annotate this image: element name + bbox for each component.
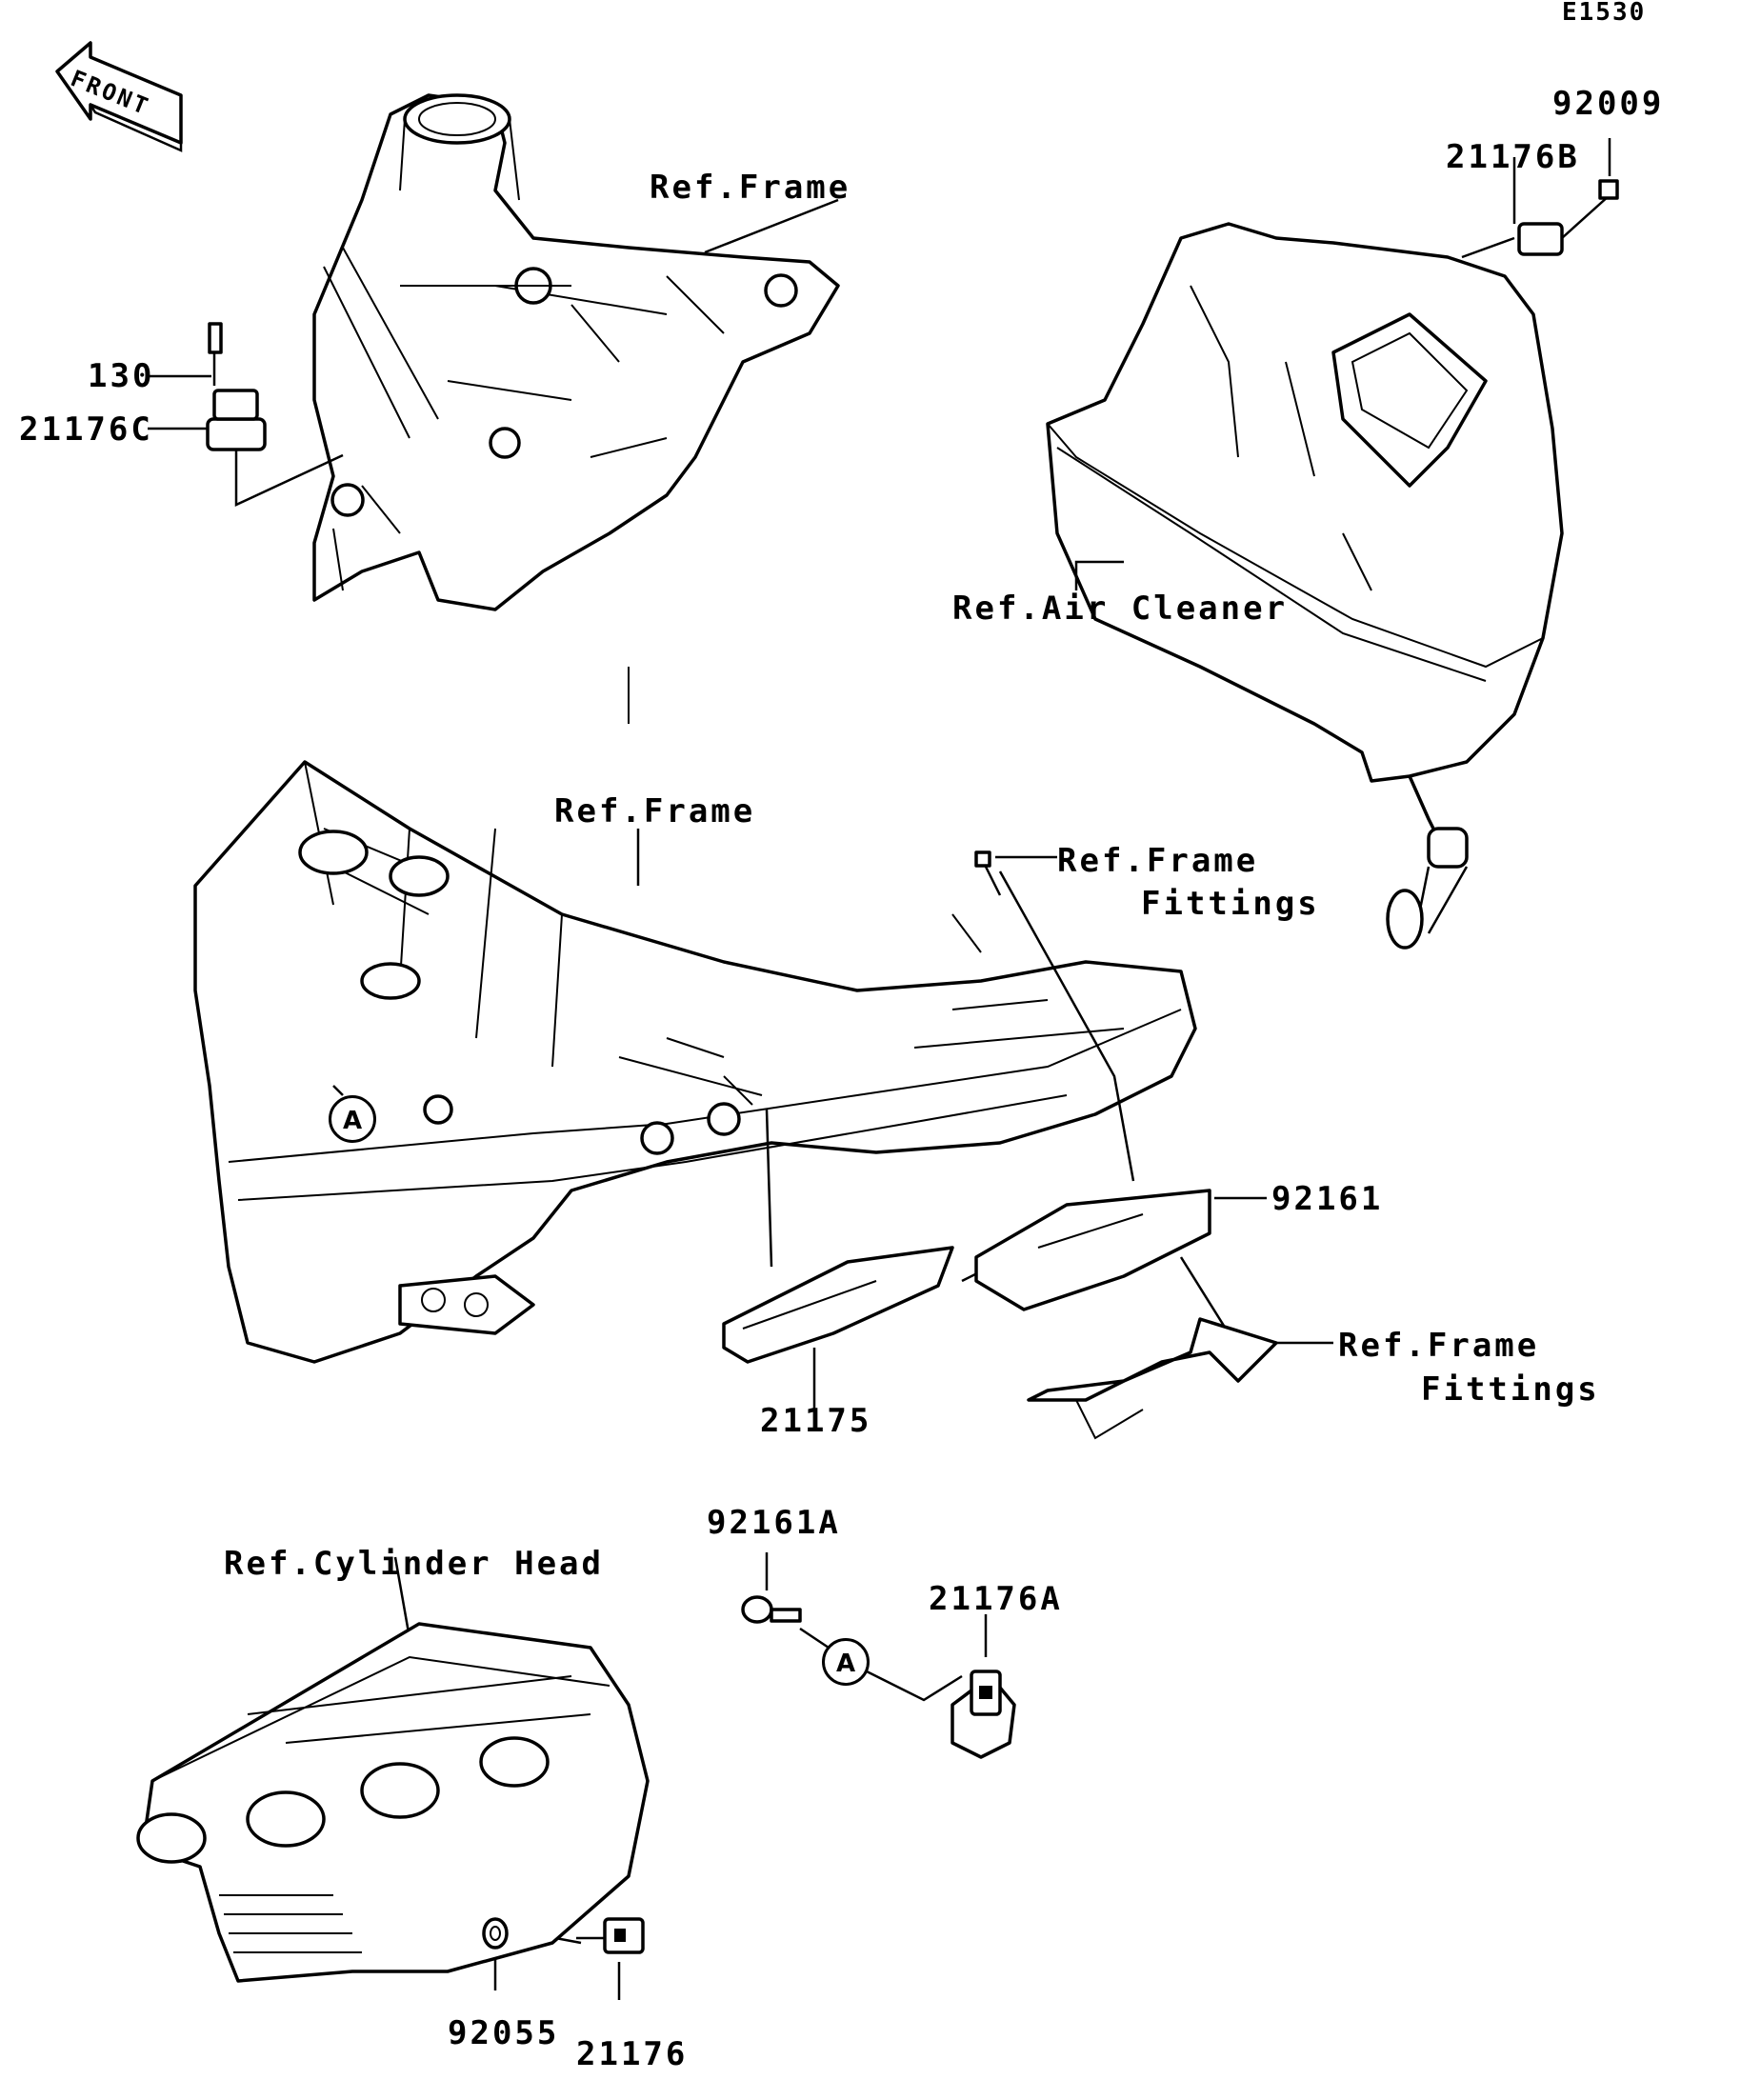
part-label-92161: 92161 [1271, 1180, 1384, 1218]
washer-92055-drawing [482, 1917, 509, 1950]
ref-label-frame-fittings-1-line2: Fittings [1141, 885, 1320, 923]
connector-marker-sensor: A [822, 1638, 870, 1686]
ref-label-frame-fittings-2-line2: Fittings [1421, 1370, 1600, 1409]
pad-92161-drawing [974, 1189, 1211, 1311]
part-label-21176a: 21176A [929, 1580, 1063, 1618]
sensor-21176c-drawing [148, 322, 344, 507]
part-label-92161a: 92161A [707, 1504, 841, 1542]
part-label-21176b: 21176B [1446, 138, 1580, 176]
front-arrow-icon [55, 41, 183, 152]
sensor-21176-drawing [576, 1917, 645, 1954]
bracket-fittings-drawing [1027, 1317, 1278, 1440]
ref-label-frame-mid: Ref.Frame [554, 792, 756, 830]
sensor-21176b-drawing [1461, 138, 1619, 259]
main-frame-drawing [193, 667, 1197, 1364]
air-cleaner-drawing [1046, 222, 1564, 950]
ref-label-frame-fittings-1-line1: Ref.Frame [1057, 842, 1259, 880]
part-label-92055: 92055 [448, 2014, 560, 2052]
ref-label-air-cleaner: Ref.Air Cleaner [952, 590, 1289, 628]
connector-marker-sensor-letter: A [835, 1650, 856, 1678]
ecu-21175-drawing [722, 1246, 954, 1364]
part-label-21175: 21175 [760, 1402, 872, 1440]
diagram-code: E1530 [1562, 0, 1647, 27]
cylinder-head-drawing [136, 1622, 650, 1983]
part-label-21176: 21176 [576, 2035, 689, 2073]
ref-label-cylinder-head: Ref.Cylinder Head [224, 1545, 604, 1583]
ref-label-frame-fittings-2-line1: Ref.Frame [1338, 1327, 1540, 1365]
bolt-92161a-drawing [741, 1595, 802, 1624]
sensor-21176a-drawing [951, 1670, 1016, 1759]
connector-marker-frame-letter: A [342, 1107, 363, 1135]
part-label-21176c: 21176C [19, 410, 153, 449]
part-label-130: 130 [88, 357, 155, 395]
ref-label-frame-top: Ref.Frame [650, 169, 851, 207]
connector-marker-frame: A [329, 1095, 376, 1143]
front-frame-drawing [312, 93, 840, 611]
part-label-92009: 92009 [1552, 85, 1665, 123]
